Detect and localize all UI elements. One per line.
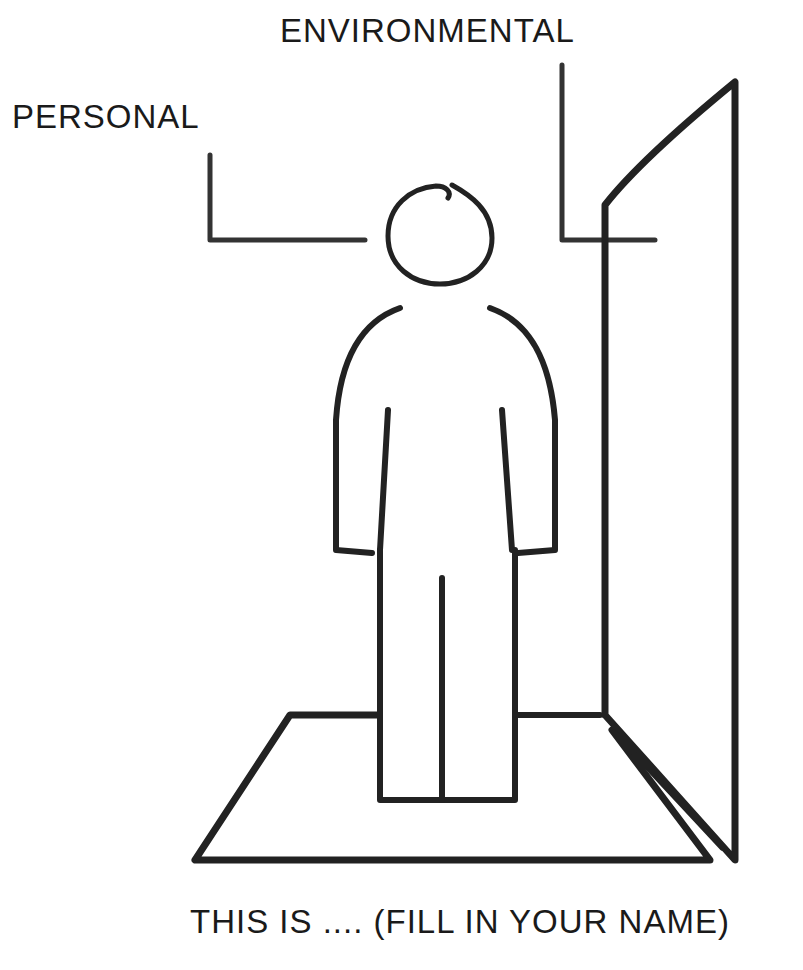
arm-outline [502, 410, 512, 550]
wall-panel [605, 82, 735, 860]
callout-label: ENVIRONMENTAL [280, 14, 575, 47]
arm-outline [336, 308, 400, 553]
floor-outline [195, 715, 710, 860]
leader-line [210, 155, 365, 240]
wall-edge [614, 732, 722, 848]
arm-outline [380, 410, 388, 550]
caption: THIS IS .... (FILL IN YOUR NAME) [190, 905, 730, 938]
arm-outline [490, 308, 555, 553]
floor-outline [515, 712, 600, 718]
callout-label: PERSONAL [12, 100, 200, 133]
leg-outline [380, 550, 515, 800]
leg-divider [439, 578, 445, 800]
head-circle [388, 185, 492, 284]
